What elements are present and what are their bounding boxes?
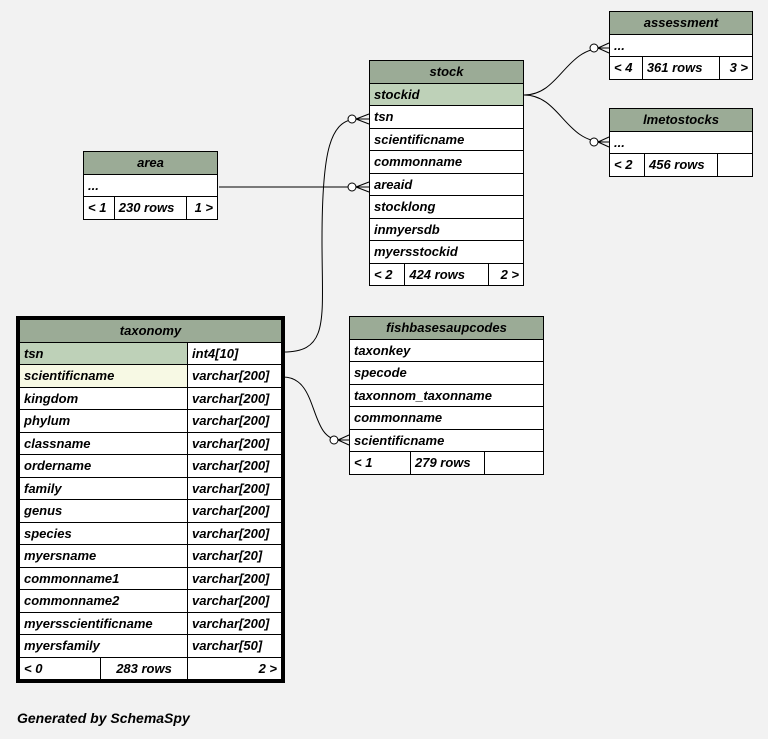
row-count: 424 rows <box>404 262 489 286</box>
nav-left[interactable]: < 1 <box>349 451 411 475</box>
column-name: commonname2 <box>18 589 189 613</box>
nav-right[interactable]: 1 > <box>186 196 218 220</box>
row-count: 361 rows <box>641 56 721 80</box>
table-row: taxonkey <box>349 338 544 362</box>
table-row: inmyersdb <box>369 217 524 241</box>
table-row: commonname <box>349 406 544 430</box>
column-type: varchar[200] <box>187 476 282 500</box>
column-name: species <box>18 521 189 545</box>
edge-stock-assessment <box>523 47 605 96</box>
table-title: stock <box>369 60 524 84</box>
column-name: myersname <box>18 544 189 568</box>
column-name: commonname1 <box>18 566 189 590</box>
table-row: myersstockid <box>369 240 524 264</box>
table-title: taxonomy <box>19 319 282 343</box>
column-name: genus <box>18 499 189 523</box>
table-title: fishbasesaupcodes <box>349 316 544 340</box>
table-row: commonname <box>369 150 524 174</box>
table-fishbasesaupcodes[interactable]: fishbasesaupcodes taxonkey specode taxon… <box>349 316 544 475</box>
nav-right[interactable]: 2 > <box>487 262 525 286</box>
table-row: ... <box>609 130 753 154</box>
column-name: phylum <box>18 409 189 433</box>
nav-right[interactable]: 2 > <box>187 656 282 680</box>
row-count: 279 rows <box>410 451 485 475</box>
nav-left[interactable]: < 2 <box>609 153 645 177</box>
column-name: kingdom <box>18 386 189 410</box>
nav-left[interactable]: < 2 <box>368 262 406 286</box>
row-count: 456 rows <box>644 153 718 177</box>
column-name: classname <box>18 431 189 455</box>
column-name: tsn <box>18 341 189 365</box>
edge-stock-lmetostocks <box>523 94 605 143</box>
column-type: varchar[200] <box>187 521 282 545</box>
column-name: family <box>18 476 189 500</box>
edge-taxonomy-fishbase <box>282 376 341 441</box>
column-type: varchar[50] <box>187 634 282 658</box>
column-name: ordername <box>18 454 189 478</box>
column-type: varchar[200] <box>187 611 282 635</box>
table-row: ... <box>83 173 218 197</box>
column-type: varchar[200] <box>187 566 282 590</box>
nav-left[interactable]: < 1 <box>83 196 115 220</box>
table-row: stocklong <box>369 195 524 219</box>
table-stock[interactable]: stock stockid tsn scientificname commonn… <box>368 60 525 286</box>
table-assessment[interactable]: assessment ... < 4 361 rows 3 > <box>609 11 753 80</box>
column-name: myersfamily <box>18 634 189 658</box>
row-count: 283 rows <box>99 656 189 680</box>
table-row: areaid <box>369 172 524 196</box>
table-row: taxonnom_taxonname <box>349 383 544 407</box>
edge-taxonomy-stock <box>282 118 359 353</box>
column-type: varchar[20] <box>187 544 282 568</box>
column-type: varchar[200] <box>187 409 282 433</box>
row-count: 230 rows <box>113 196 188 220</box>
table-row: scientificname <box>369 127 524 151</box>
table-row: tsn <box>369 105 524 129</box>
nav-right[interactable] <box>717 153 753 177</box>
table-area[interactable]: area ... < 1 230 rows 1 > <box>83 151 218 220</box>
column-type: varchar[200] <box>187 431 282 455</box>
column-type: varchar[200] <box>187 499 282 523</box>
nav-right[interactable] <box>484 451 544 475</box>
nav-right[interactable]: 3 > <box>719 56 753 80</box>
table-row-primary-key: stockid <box>369 82 524 106</box>
column-type: varchar[200] <box>187 454 282 478</box>
column-name: myersscientificname <box>18 611 189 635</box>
nav-left[interactable]: < 0 <box>19 656 101 680</box>
table-title: lmetostocks <box>609 108 753 132</box>
table-title: area <box>83 151 218 175</box>
table-lmetostocks[interactable]: lmetostocks ... < 2 456 rows <box>609 108 753 177</box>
table-row: specode <box>349 361 544 385</box>
column-type: varchar[200] <box>187 589 282 613</box>
table-row: scientificname <box>349 428 544 452</box>
column-name: scientificname <box>18 364 189 388</box>
nav-left[interactable]: < 4 <box>609 56 643 80</box>
column-type: varchar[200] <box>187 364 282 388</box>
table-row: ... <box>609 33 753 57</box>
column-type: varchar[200] <box>187 386 282 410</box>
table-title: assessment <box>609 11 753 35</box>
footer-credit: Generated by SchemaSpy <box>17 710 190 726</box>
column-type: int4[10] <box>187 341 282 365</box>
